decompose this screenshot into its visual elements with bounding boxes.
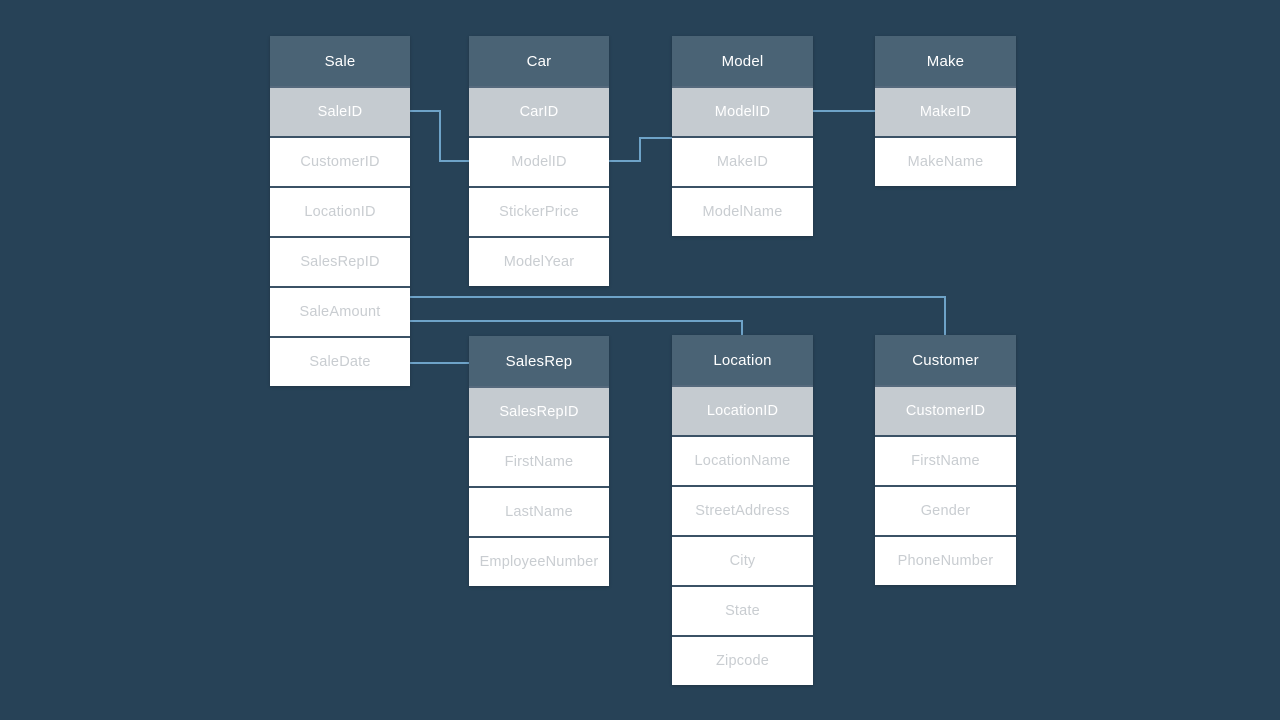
field-location-3[interactable]: City bbox=[672, 535, 813, 585]
field-sale-1[interactable]: CustomerID bbox=[270, 136, 410, 186]
field-location-2[interactable]: StreetAddress bbox=[672, 485, 813, 535]
pk-field-customer-0[interactable]: CustomerID bbox=[875, 385, 1016, 435]
pk-field-location-0[interactable]: LocationID bbox=[672, 385, 813, 435]
field-customer-3[interactable]: PhoneNumber bbox=[875, 535, 1016, 585]
field-salesrep-3[interactable]: EmployeeNumber bbox=[469, 536, 609, 586]
pk-field-car-0[interactable]: CarID bbox=[469, 86, 609, 136]
entity-title-sale: Sale bbox=[270, 36, 410, 86]
field-car-1[interactable]: ModelID bbox=[469, 136, 609, 186]
field-sale-3[interactable]: SalesRepID bbox=[270, 236, 410, 286]
entity-title-customer: Customer bbox=[875, 335, 1016, 385]
pk-field-sale-0[interactable]: SaleID bbox=[270, 86, 410, 136]
field-salesrep-1[interactable]: FirstName bbox=[469, 436, 609, 486]
entity-title-location: Location bbox=[672, 335, 813, 385]
field-customer-1[interactable]: FirstName bbox=[875, 435, 1016, 485]
connector-car-model bbox=[608, 137, 673, 162]
field-location-1[interactable]: LocationName bbox=[672, 435, 813, 485]
entity-title-make: Make bbox=[875, 36, 1016, 86]
entity-title-model: Model bbox=[672, 36, 813, 86]
pk-field-make-0[interactable]: MakeID bbox=[875, 86, 1016, 136]
field-car-2[interactable]: StickerPrice bbox=[469, 186, 609, 236]
field-model-1[interactable]: MakeID bbox=[672, 136, 813, 186]
pk-field-salesrep-0[interactable]: SalesRepID bbox=[469, 386, 609, 436]
connector-sale-car bbox=[409, 110, 470, 162]
field-customer-2[interactable]: Gender bbox=[875, 485, 1016, 535]
field-location-4[interactable]: State bbox=[672, 585, 813, 635]
entity-title-car: Car bbox=[469, 36, 609, 86]
field-car-3[interactable]: ModelYear bbox=[469, 236, 609, 286]
field-location-5[interactable]: Zipcode bbox=[672, 635, 813, 685]
pk-field-model-0[interactable]: ModelID bbox=[672, 86, 813, 136]
entity-title-salesrep: SalesRep bbox=[469, 336, 609, 386]
field-salesrep-2[interactable]: LastName bbox=[469, 486, 609, 536]
field-make-1[interactable]: MakeName bbox=[875, 136, 1016, 186]
connector-sale-customer bbox=[409, 296, 946, 336]
field-model-2[interactable]: ModelName bbox=[672, 186, 813, 236]
field-sale-2[interactable]: LocationID bbox=[270, 186, 410, 236]
field-sale-4[interactable]: SaleAmount bbox=[270, 286, 410, 336]
connector-sale-location bbox=[409, 320, 743, 336]
field-sale-5[interactable]: SaleDate bbox=[270, 336, 410, 386]
